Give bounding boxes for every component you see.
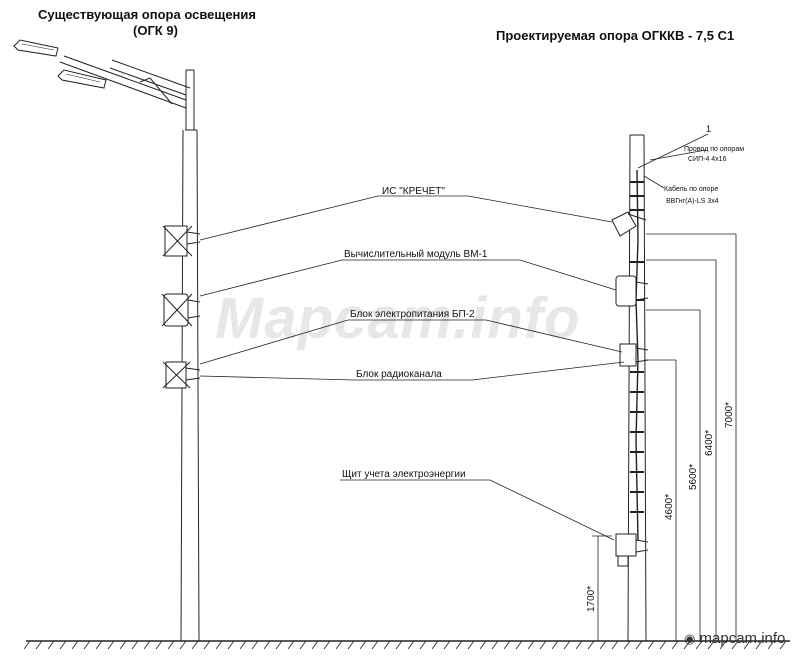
- projected-device-krechet: [611, 211, 647, 237]
- label-radio-block: Блок радиоканала: [356, 369, 442, 380]
- dimension-lines: [592, 233, 737, 641]
- callout-wire-line1: Провод по опорам: [684, 146, 745, 153]
- projected-device-meter: [615, 533, 649, 567]
- label-power-block: Блок электропитания БП-2: [350, 309, 475, 320]
- dimension-4600: 4600*: [664, 493, 675, 520]
- existing-pole-subtitle: (ОГК 9): [133, 23, 178, 38]
- projected-pole-title: Проектируемая опора ОГККВ - 7,5 С1: [496, 28, 735, 43]
- globe-icon: ◉: [684, 631, 696, 646]
- projected-device-power: [619, 343, 649, 367]
- site-logo-text: mapcam.info: [699, 630, 786, 647]
- existing-device-2: [161, 293, 201, 327]
- projected-pole: [627, 134, 647, 642]
- dimension-6400: 6400*: [704, 429, 715, 456]
- ground-line: [23, 640, 790, 650]
- existing-pole-title: Существующая опора освещения: [38, 7, 256, 22]
- existing-device-3: [162, 361, 201, 389]
- dimension-7000: 7000*: [724, 401, 735, 428]
- dimension-1700: 1700*: [586, 585, 597, 612]
- projected-device-compute: [615, 275, 649, 307]
- site-logo: ◉ mapcam.info: [684, 630, 785, 647]
- existing-device-1: [162, 225, 201, 257]
- streetlight-lamp-lower: [57, 69, 107, 89]
- existing-pole: [59, 55, 200, 642]
- callout-wire-line2: СИП-4 4х16: [688, 156, 727, 163]
- callout-cable-line2: ВВГнг(А)-LS 3х4: [666, 198, 719, 205]
- label-ic-krechet: ИС "КРЕЧЕТ": [382, 186, 445, 197]
- callout-number-1: 1: [706, 124, 712, 134]
- label-compute-module: Вычислительный модуль ВМ-1: [344, 249, 488, 260]
- streetlight-lamp-upper: [13, 39, 59, 57]
- callout-cable-line1: Кабель по опоре: [664, 186, 719, 193]
- watermark-text: Mapcam.info: [215, 286, 581, 351]
- leader-lines: [199, 133, 709, 541]
- label-meter-panel: Щит учета электроэнергии: [342, 469, 466, 480]
- dimension-5600: 5600*: [688, 463, 699, 490]
